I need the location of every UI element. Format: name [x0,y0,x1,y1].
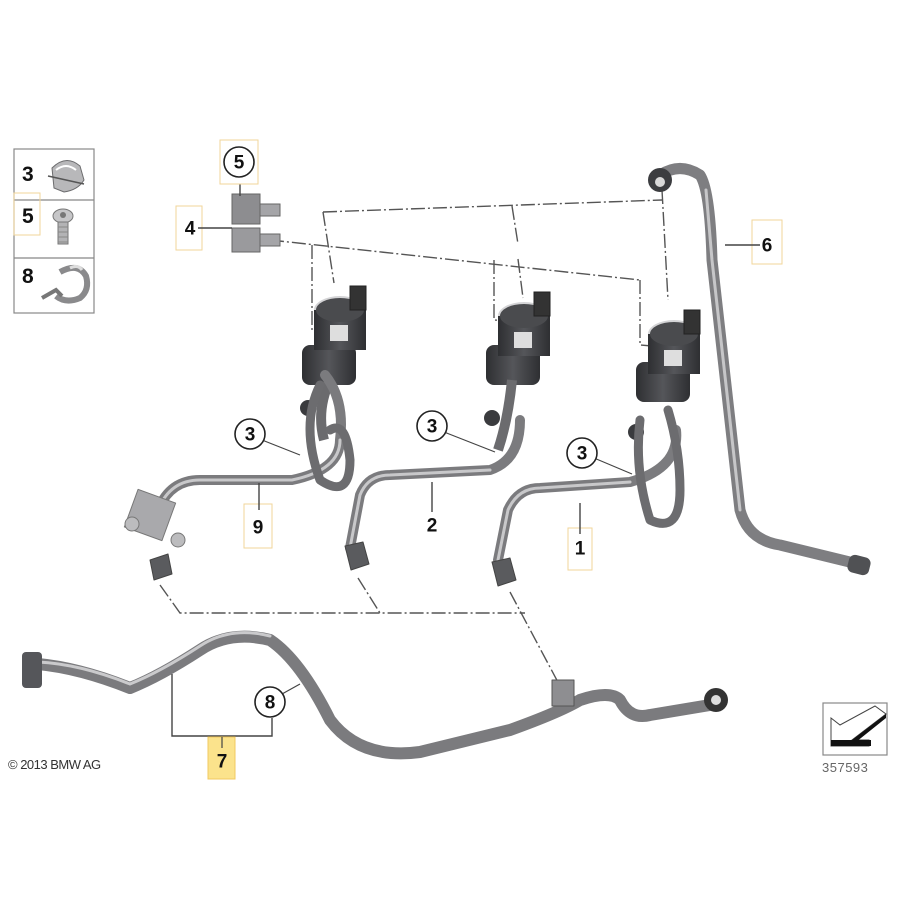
callout-5[interactable]: 5 [219,139,259,185]
hoses [22,163,871,760]
callout-4[interactable]: 4 [175,205,232,251]
callout-3-middle[interactable]: 3 [416,410,496,453]
valve-right [628,309,701,440]
legend-item-3: 3 [22,160,85,193]
svg-text:6: 6 [762,236,773,257]
copyright-text: © 2013 BMW AG [8,757,101,772]
svg-text:9: 9 [253,518,264,539]
hose-part-2 [344,415,525,571]
hose-part-6 [648,163,871,576]
hose-part-9 [123,370,355,581]
svg-text:3: 3 [577,444,588,465]
callouts: 5 4 6 3 9 3 [171,139,783,780]
svg-text:8: 8 [265,693,276,714]
callout-8[interactable]: 8 [254,683,301,718]
svg-text:2: 2 [427,516,438,537]
hose-part-7 [22,630,728,760]
svg-text:7: 7 [217,752,228,773]
svg-text:5: 5 [234,153,245,174]
callout-3-left[interactable]: 3 [234,418,301,456]
svg-text:4: 4 [185,219,196,240]
bracket-part-4 [231,184,281,253]
hose-part-1 [491,405,685,587]
callout-2[interactable]: 2 [427,482,438,537]
legend-item-5: 5 [22,205,74,245]
legend-box: 3 5 8 [13,148,95,314]
screw-icon [52,208,74,245]
callout-3-right[interactable]: 3 [566,437,633,475]
legend-number: 3 [22,163,34,186]
svg-text:3: 3 [427,417,438,438]
callout-7[interactable]: 7 [171,674,273,780]
clip-icon [47,160,85,193]
callout-1[interactable]: 1 [567,503,593,571]
direction-arrow-icon [822,702,888,756]
legend-item-8: 8 [22,264,91,304]
valve-middle [484,291,551,452]
legend-number: 8 [22,265,34,288]
callout-9[interactable]: 9 [243,483,273,549]
valve-left [300,285,367,442]
hose-clamp-icon [41,264,91,304]
diagram-id: 357593 [822,760,869,775]
callout-6[interactable]: 6 [725,219,783,265]
legend-number: 5 [22,205,34,228]
svg-text:1: 1 [575,539,586,560]
svg-text:3: 3 [245,425,256,446]
